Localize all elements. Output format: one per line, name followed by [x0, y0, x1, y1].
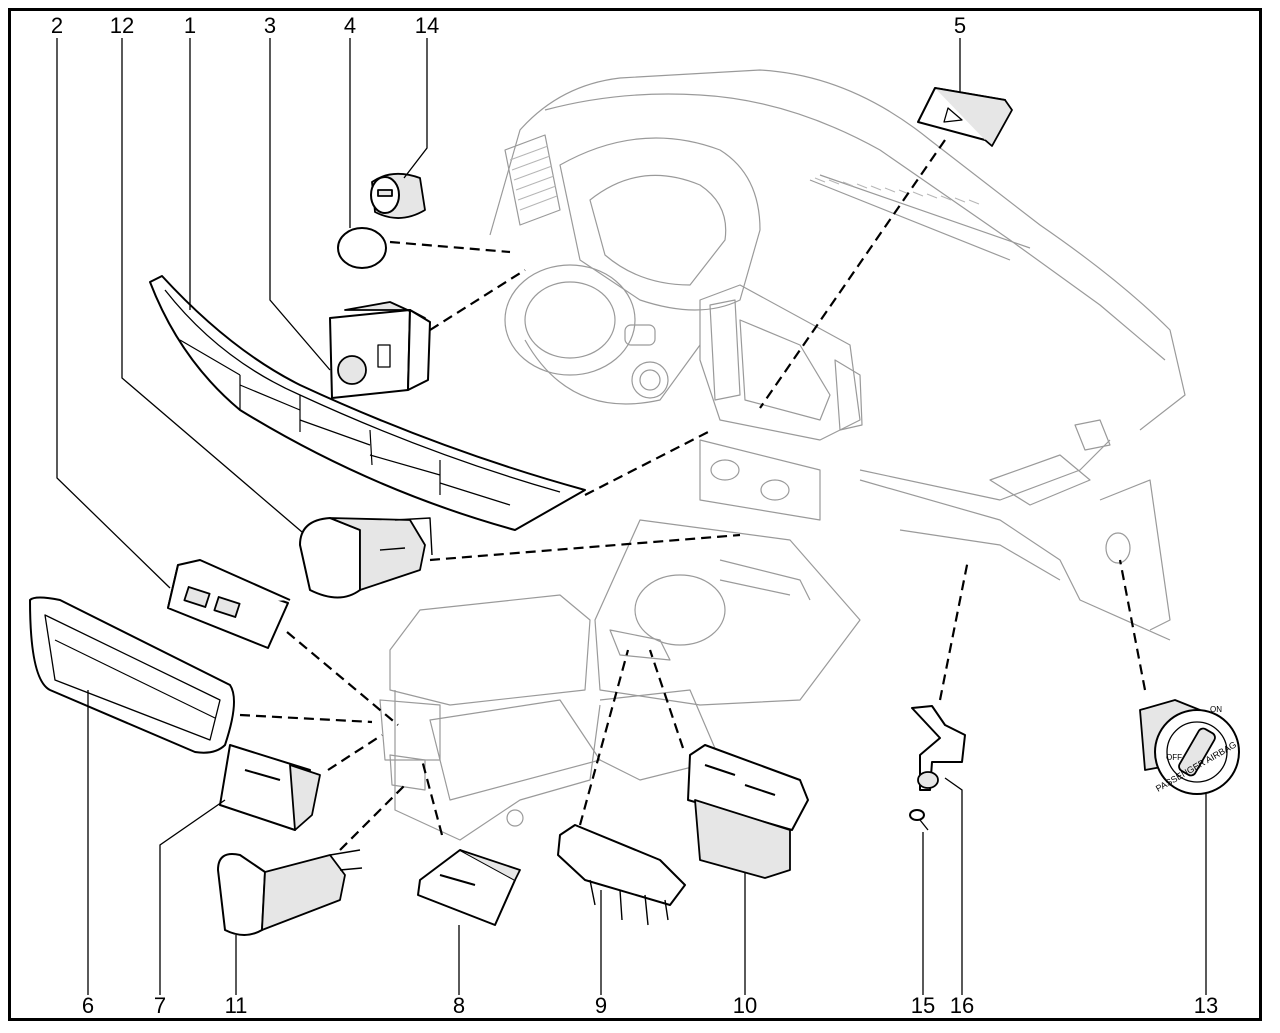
callout-5: 5	[954, 13, 966, 38]
assembly-arrows	[239, 139, 1147, 851]
part-12-socket	[299, 517, 433, 599]
arrow-2	[286, 631, 399, 726]
callout-2: 2	[51, 13, 63, 38]
callout-11: 11	[225, 993, 248, 1018]
part-4-cap	[337, 227, 387, 269]
arrow-10	[648, 649, 685, 749]
arrow-7	[327, 734, 383, 771]
part-10-switch-unit	[687, 744, 809, 879]
arrow-8	[420, 759, 444, 836]
part-13-airbag-switch: PASSENGER AIRBAG ON OFF	[1139, 699, 1240, 795]
leader-lines	[56, 38, 1207, 995]
callout-6: 6	[82, 993, 94, 1018]
callout-1: 1	[184, 13, 196, 38]
arrow-5	[759, 139, 946, 409]
arrow-1	[584, 429, 713, 496]
arrow-9	[578, 649, 630, 826]
part-11-socket	[217, 849, 363, 936]
part-8-heated-seat-switch	[417, 849, 521, 926]
callout-9: 9	[595, 993, 607, 1018]
arrow-12	[429, 533, 741, 562]
callout-8: 8	[453, 993, 465, 1018]
part-7-heated-seat-switch	[219, 744, 321, 831]
part-9-blank-cover	[557, 824, 686, 926]
airbag-switch-on-label: ON	[1210, 705, 1222, 714]
callout-3: 3	[264, 13, 276, 38]
part-5-hazard-switch	[917, 87, 1013, 147]
callout-10: 10	[733, 993, 757, 1018]
callout-16: 16	[950, 993, 974, 1018]
arrow-6	[239, 713, 373, 724]
part-16-bracket	[911, 705, 966, 791]
dashboard-outline	[379, 69, 1186, 841]
callout-12: 12	[110, 13, 134, 38]
arrow-13	[1118, 559, 1147, 691]
part-3-light-switch	[329, 301, 431, 399]
diagram-frame	[8, 8, 1262, 1021]
callout-14: 14	[415, 13, 439, 38]
callout-labels: 2 12 1 3 4 14 5 6 7 11 8 9 10 15 16 13	[51, 13, 1218, 1018]
callout-15: 15	[911, 993, 935, 1018]
callout-4: 4	[344, 13, 356, 38]
part-6-panel	[29, 596, 235, 754]
part-15-screw	[909, 809, 929, 831]
arrow-16	[938, 559, 970, 701]
arrow-4	[389, 240, 511, 254]
arrow-3	[429, 269, 526, 331]
callout-7: 7	[154, 993, 166, 1018]
part-1-trim-panel	[149, 275, 586, 531]
airbag-switch-off-label: OFF	[1166, 753, 1182, 762]
part-2-switch-block	[167, 559, 291, 649]
callout-13: 13	[1194, 993, 1218, 1018]
part-14-knob	[370, 172, 426, 219]
